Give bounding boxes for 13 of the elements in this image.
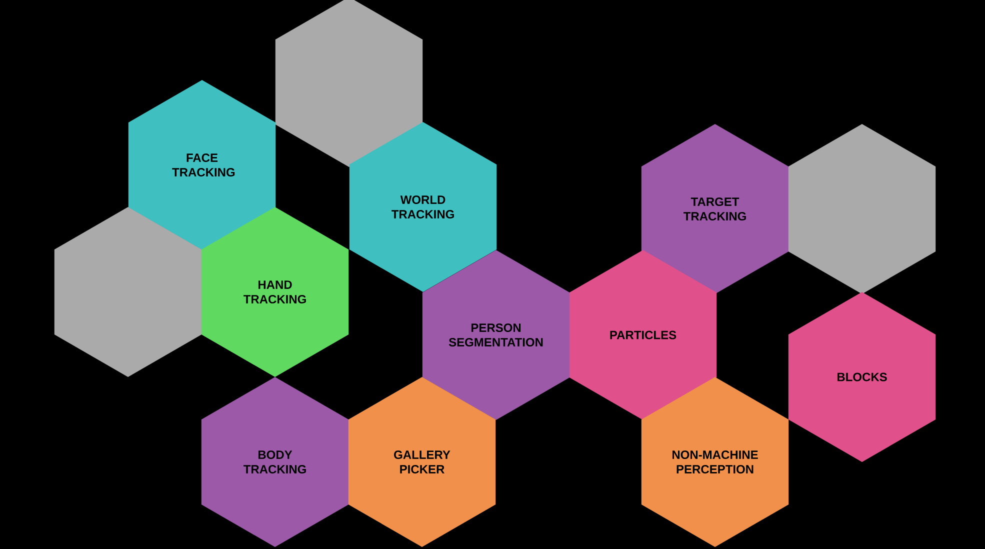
- hexagon-tile: WORLD TRACKING: [349, 122, 497, 292]
- hexagon-tile: [788, 124, 936, 294]
- hexagon-tile: GALLERY PICKER: [348, 377, 496, 547]
- hexagon-tile: [54, 207, 202, 377]
- hexagon-tile: BLOCKS: [788, 292, 936, 462]
- hexagon-tile: BODY TRACKING: [201, 377, 349, 547]
- hexagon-tile: HAND TRACKING: [201, 207, 349, 377]
- hexagon-tile: PERSON SEGMENTATION: [422, 250, 570, 420]
- hexagon-tile: [275, 0, 423, 167]
- hexagon-tile: PARTICLES: [569, 250, 717, 420]
- hexagon-tile: FACE TRACKING: [128, 80, 276, 250]
- hexagon-tile: TARGET TRACKING: [641, 124, 789, 294]
- hexagon-tile: NON-MACHINE PERCEPTION: [641, 377, 789, 547]
